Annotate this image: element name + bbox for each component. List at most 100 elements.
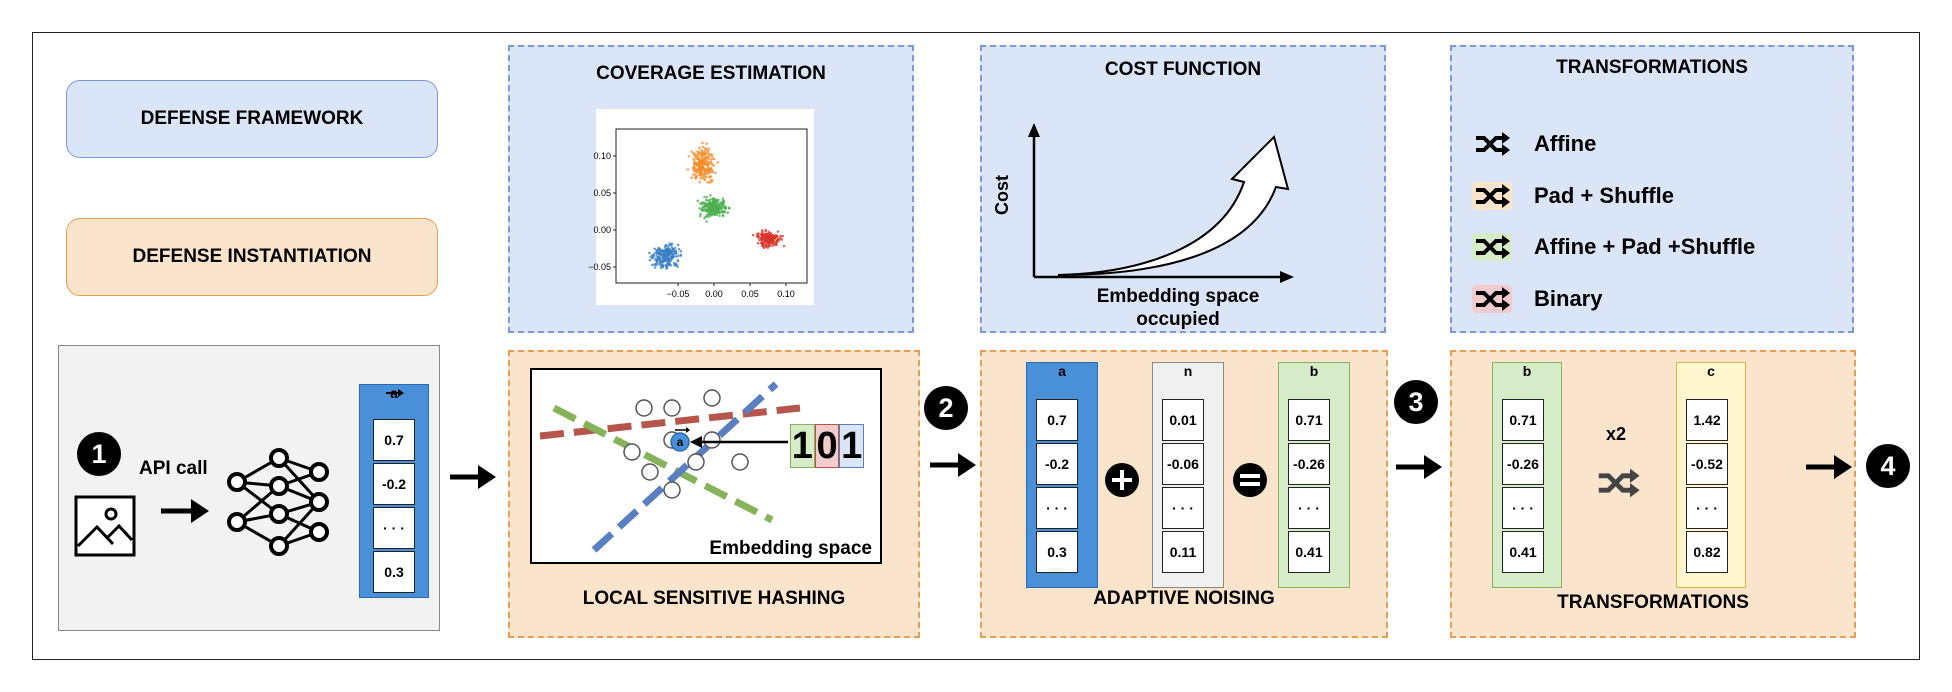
- scatter-point: [703, 150, 707, 153]
- scatter-point: [670, 246, 674, 249]
- scatter-point: [694, 157, 698, 160]
- scatter-point: [697, 171, 700, 174]
- scatter-point: [773, 237, 777, 240]
- scatter-point: [701, 145, 705, 149]
- step-3-badge: 3: [1394, 380, 1438, 424]
- scatter-point: [702, 156, 705, 160]
- scatter-point: [705, 142, 708, 145]
- scatter-point: [657, 252, 661, 255]
- lsh-panel: a Embedding space 1 0 1 LOCAL SENSITIVE …: [508, 350, 920, 638]
- scatter-point: [708, 215, 711, 218]
- step-4-badge: 4: [1866, 444, 1910, 488]
- input-vector-b: b 0.71 -0.26 · · · 0.41: [1492, 362, 1562, 588]
- step-2-badge: 2: [924, 386, 968, 430]
- scatter-point: [692, 166, 695, 169]
- output-vector-c: c 1.42 -0.52 · · · 0.82: [1676, 362, 1746, 588]
- scatter-point: [676, 259, 679, 262]
- vector-label: b: [1522, 363, 1532, 379]
- scatter-point: [711, 205, 714, 208]
- scatter-point: [698, 146, 701, 150]
- scatter-point: [666, 262, 669, 265]
- scatter-point: [763, 237, 766, 241]
- vector-cell: · · ·: [1288, 487, 1330, 529]
- scatter-point: [721, 197, 725, 200]
- scatter-point: [701, 141, 704, 145]
- scatter-point: [661, 257, 665, 260]
- scatter-point: [659, 256, 663, 259]
- cost-title: COST FUNCTION: [1104, 59, 1262, 80]
- vector-cell: 0.01: [1162, 399, 1204, 441]
- x-tick: 0.10: [777, 289, 795, 299]
- vector-cell: -0.06: [1162, 443, 1204, 485]
- step-1-badge: 1: [77, 432, 121, 476]
- scatter-point: [701, 159, 705, 163]
- scatter-point: [757, 235, 760, 238]
- scatter-point: [774, 241, 778, 244]
- scatter-point: [648, 258, 652, 262]
- embedding-vector-a: a 0.7 -0.2 · · · 0.3: [359, 384, 429, 598]
- vector-cell: 0.3: [373, 551, 415, 593]
- scatter-point: [655, 252, 659, 255]
- scatter-point: [670, 257, 673, 261]
- lsh-point-label: a: [677, 435, 684, 449]
- legend-item-affine: Affine: [1472, 130, 1596, 158]
- scatter-point: [704, 156, 708, 159]
- y-tick: −0.05: [588, 262, 611, 272]
- scatter-point: [666, 256, 670, 260]
- vector-label: n: [1183, 363, 1193, 379]
- cost-xlabel-line1: Embedding space: [1097, 286, 1260, 307]
- scatter-point: [775, 235, 779, 238]
- scatter-point: [768, 240, 772, 244]
- hash-bit: 1: [790, 424, 815, 468]
- vector-cell: · · ·: [1162, 487, 1204, 529]
- scatter-point: [687, 155, 691, 158]
- scatter-point: [701, 201, 705, 204]
- scatter-point: [655, 263, 658, 267]
- scatter-point: [762, 235, 766, 238]
- scatter-point: [665, 267, 668, 270]
- scatter-point: [649, 255, 652, 258]
- scatter-point: [690, 176, 693, 180]
- transformations-legend-title: TRANSFORMATIONS: [1556, 57, 1748, 78]
- multiplier-label: x2: [1606, 424, 1627, 444]
- scatter-point: [707, 210, 711, 213]
- legend-item-label: Affine: [1534, 131, 1597, 156]
- scatter-point: [704, 174, 707, 178]
- scatter-point: [692, 157, 695, 161]
- scatter-point: [651, 253, 655, 257]
- scatter-point: [694, 162, 698, 166]
- scatter-point: [700, 163, 703, 167]
- scatter-point: [716, 161, 719, 164]
- equals-icon: [1233, 463, 1267, 497]
- scatter-point: [775, 239, 779, 243]
- scatter-point: [726, 211, 729, 214]
- lsh-embedding-svg: a Embedding space: [539, 381, 872, 559]
- noise-vector-n: n 0.01 -0.06 · · · 0.11: [1152, 362, 1224, 588]
- scatter-point: [782, 244, 786, 248]
- scatter-point: [672, 249, 676, 252]
- shuffle-icon: [1472, 130, 1512, 158]
- scatter-point: [707, 206, 711, 210]
- vector-cell: -0.2: [373, 463, 415, 505]
- scatter-point: [699, 176, 702, 180]
- scatter-point: [709, 179, 712, 182]
- vector-cell: 0.41: [1502, 531, 1544, 573]
- cost-function-panel: COST FUNCTION Cost Embedding space occup…: [980, 45, 1386, 333]
- arrow-right-icon: [1396, 455, 1442, 479]
- scatter-point: [711, 155, 714, 158]
- arrow-right-icon: [1806, 455, 1852, 479]
- scatter-point: [760, 233, 763, 236]
- scatter-point: [653, 266, 657, 269]
- scatter-point: [696, 199, 699, 203]
- y-tick: 0.05: [593, 188, 611, 198]
- scatter-point: [654, 258, 657, 261]
- scatter-point: [707, 151, 710, 155]
- scatter-point: [692, 169, 696, 172]
- api-call-panel: 1 API call a 0.7 -0.2 · · · 0.3: [58, 345, 440, 631]
- scatter-point: [664, 259, 667, 263]
- vector-cell: -0.2: [1036, 443, 1078, 485]
- scatter-point: [707, 202, 710, 206]
- scatter-point: [717, 210, 721, 214]
- scatter-point: [774, 243, 777, 247]
- scatter-point: [669, 259, 673, 263]
